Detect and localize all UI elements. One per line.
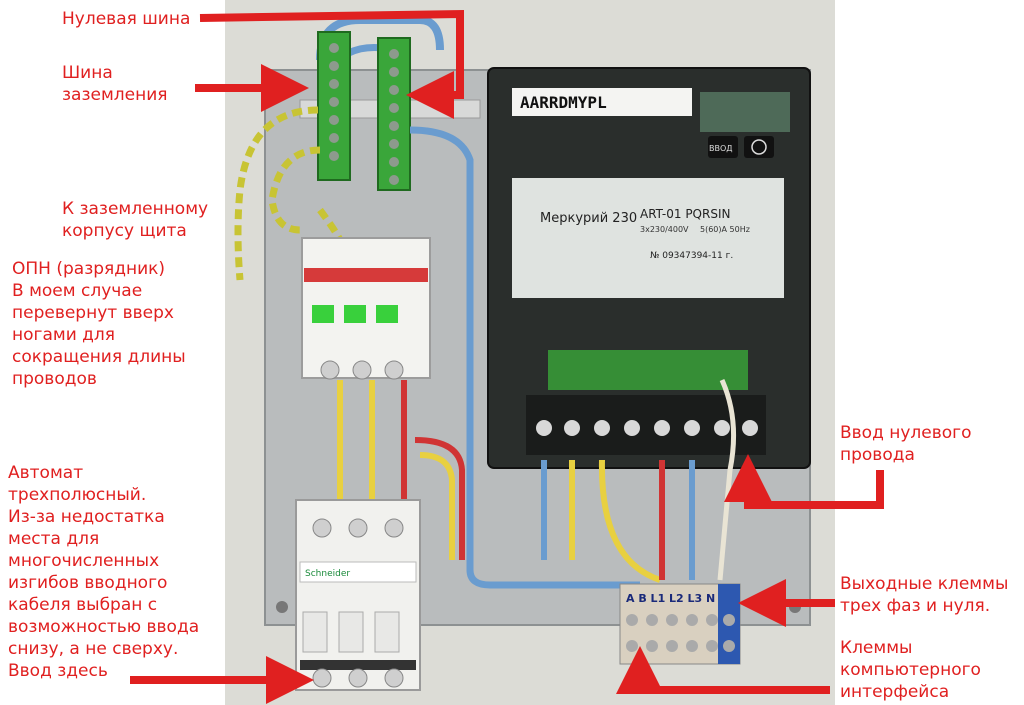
- meter-brand: Меркурий 230: [540, 211, 637, 226]
- label-output-terminals: Выходные клеммы трех фаз и нуля.: [840, 574, 1009, 616]
- neutral-bus: [377, 37, 411, 191]
- surge-arrester: [301, 237, 431, 380]
- circuit-breaker: Schneider: [295, 499, 421, 691]
- label-interface-terminals: Клеммы компьютерного интерфейса: [840, 638, 981, 702]
- label-neutral-bus: Нулевая шина: [62, 9, 191, 29]
- label-ground-bus: Шина заземления: [62, 63, 168, 105]
- output-terminal-block: A B L1 L2 L3 N: [619, 583, 741, 665]
- panel-photo: Schneider AARRDMYPL ВВОД Меркурий 230 AR…: [225, 0, 835, 705]
- label-surge-arrester: ОПН (разрядник) В моем случае перевернут…: [12, 259, 186, 389]
- meter-handwritten-label: AARRDMYPL: [520, 93, 607, 112]
- label-neutral-input: Ввод нулевого провода: [840, 423, 972, 465]
- ground-bus: [317, 31, 351, 181]
- energy-meter: AARRDMYPL ВВОД Меркурий 230 ART-01 PQRSI…: [487, 67, 811, 469]
- label-grounded-case: К заземленному корпусу щита: [62, 199, 209, 241]
- meter-serial: № 09347394-11 г.: [650, 251, 733, 261]
- meter-rating-2: 5(60)A 50Hz: [700, 225, 750, 234]
- terminal-markings: A B L1 L2 L3 N: [626, 592, 715, 605]
- meter-btn-vvod: ВВОД: [709, 144, 733, 153]
- meter-model: ART-01 PQRSIN: [640, 207, 730, 221]
- meter-rating-1: 3x230/400V: [640, 225, 689, 234]
- breaker-brand: Schneider: [305, 569, 350, 579]
- label-breaker: Автомат трехполюсный. Из-за недостатка м…: [8, 463, 200, 681]
